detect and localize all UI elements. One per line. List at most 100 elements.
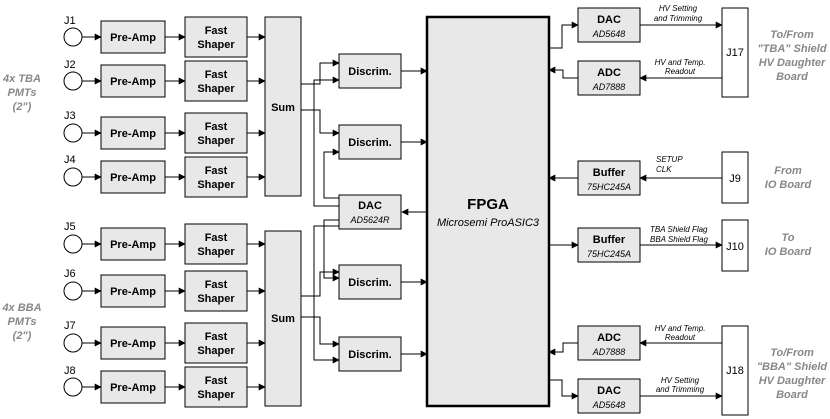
svg-text:AD7888: AD7888 (592, 347, 626, 357)
fpga-title: FPGA (467, 196, 509, 213)
svg-text:Discrim.: Discrim. (348, 349, 391, 361)
input-label-j6: J6 (64, 268, 76, 280)
dest-io-to: To IO Board (765, 232, 812, 258)
pmt-input-j7 (63, 333, 83, 353)
fpga-part: Microsemi ProASIC3 (437, 217, 540, 229)
svg-text:To/From: To/From (770, 347, 814, 359)
input-label-j3: J3 (64, 110, 76, 122)
input-label-j5: J5 (64, 221, 76, 233)
svg-text:Shaper: Shaper (197, 345, 235, 357)
svg-text:Discrim.: Discrim. (348, 66, 391, 78)
channel-j7: J7 Pre-Amp Fast Shaper (63, 320, 266, 364)
svg-text:J18: J18 (726, 365, 744, 377)
svg-text:ADC: ADC (597, 332, 621, 344)
svg-text:HV Setting: HV Setting (661, 376, 700, 385)
svg-text:Shaper: Shaper (197, 83, 235, 95)
connector-j10 (721, 219, 749, 272)
sum-tba-label: Sum (271, 102, 295, 114)
svg-text:Fast: Fast (205, 121, 228, 133)
channel-j8: J8 Pre-Amp Fast Shaper (63, 365, 266, 408)
svg-text:Fast: Fast (205, 165, 228, 177)
channel-j4: J4 Pre-Amp Fast Shaper (63, 154, 266, 198)
svg-text:4x TBA: 4x TBA (2, 73, 41, 85)
svg-text:HV and Temp.: HV and Temp. (655, 58, 706, 67)
dest-bba-board: To/From "BBA" Shield HV Daughter Board (757, 347, 828, 401)
svg-text:HV and Temp.: HV and Temp. (655, 324, 706, 333)
svg-text:ADC: ADC (597, 67, 621, 79)
shaper-j6 (184, 270, 248, 312)
channel-j1: J1 Pre-Amp Fast Shaper (63, 15, 266, 58)
svg-text:Fast: Fast (205, 331, 228, 343)
svg-text:and Trimming: and Trimming (656, 385, 705, 394)
preamp-j7 (100, 326, 166, 360)
svg-text:Discrim.: Discrim. (348, 277, 391, 289)
svg-text:75HC245A: 75HC245A (587, 249, 631, 259)
svg-text:Pre-Amp: Pre-Amp (110, 128, 156, 140)
svg-text:J17: J17 (726, 47, 744, 59)
connector-j18 (721, 325, 749, 416)
connector-j9 (721, 151, 749, 204)
input-label-j1: J1 (64, 15, 76, 27)
preamp-j6 (100, 274, 166, 308)
svg-text:and Trimming: and Trimming (654, 14, 703, 23)
svg-text:Pre-Amp: Pre-Amp (110, 338, 156, 350)
input-label-j4: J4 (64, 154, 76, 166)
svg-text:SETUP: SETUP (656, 155, 683, 164)
preamp-j5 (100, 227, 166, 261)
svg-text:TBA Shield Flag: TBA Shield Flag (650, 225, 708, 234)
svg-text:Fast: Fast (205, 375, 228, 387)
discrim-3 (338, 264, 402, 300)
shaper-j3 (184, 112, 248, 154)
input-label-j8: J8 (64, 365, 76, 377)
dest-tba-board: To/From "TBA" Shield HV Daughter Board (757, 29, 826, 83)
svg-text:AD5624R: AD5624R (349, 215, 390, 225)
shaper-j2 (184, 60, 248, 102)
preamp-label-j1: Pre-Amp (110, 32, 156, 44)
channel-j6: J6 Pre-Amp Fast Shaper (63, 268, 266, 312)
svg-text:DAC: DAC (358, 200, 382, 212)
pmt-input-j6 (63, 281, 83, 301)
svg-text:Board: Board (776, 389, 808, 401)
shaper-j5 (184, 223, 248, 265)
svg-text:AD5648: AD5648 (592, 400, 626, 410)
svg-text:(2"): (2") (13, 330, 32, 342)
svg-text:Discrim.: Discrim. (348, 137, 391, 149)
buffer-out (577, 227, 641, 263)
svg-text:Fast: Fast (205, 69, 228, 81)
dac-threshold (338, 194, 402, 230)
svg-text:Readout: Readout (665, 67, 696, 76)
svg-text:Pre-Amp: Pre-Amp (110, 76, 156, 88)
channel-j5: J5 Pre-Amp Fast Shaper (63, 221, 266, 265)
adc-top (577, 60, 641, 96)
svg-text:To: To (781, 232, 794, 244)
svg-text:"BBA" Shield: "BBA" Shield (757, 361, 828, 373)
svg-text:Shaper: Shaper (197, 246, 235, 258)
svg-text:(2"): (2") (13, 101, 32, 113)
discrim-2 (338, 124, 402, 160)
svg-text:AD5648: AD5648 (592, 29, 626, 39)
svg-text:DAC: DAC (597, 14, 621, 26)
bba-group-label: 4x BBA PMTs (2") (1, 302, 41, 342)
svg-text:Fast: Fast (205, 25, 228, 37)
pmt-input-j5 (63, 234, 83, 254)
svg-text:Buffer: Buffer (593, 167, 626, 179)
svg-text:J9: J9 (729, 173, 741, 185)
pmt-input-j4 (63, 167, 83, 187)
svg-text:Buffer: Buffer (593, 234, 626, 246)
fpga (425, 15, 551, 408)
svg-text:HV Daughter: HV Daughter (759, 375, 826, 387)
dac-top (577, 7, 641, 43)
shaper-j8 (184, 366, 248, 408)
svg-text:Board: Board (776, 71, 808, 83)
preamp-j4 (100, 160, 166, 194)
svg-text:Shaper: Shaper (197, 179, 235, 191)
svg-text:Pre-Amp: Pre-Amp (110, 239, 156, 251)
pmt-input-j8 (63, 377, 83, 397)
preamp-j8 (100, 370, 166, 404)
channel-j2: J2 Pre-Amp Fast Shaper (63, 59, 266, 102)
discrim-1 (338, 53, 402, 89)
svg-text:4x BBA: 4x BBA (1, 302, 41, 314)
svg-text:DAC: DAC (597, 385, 621, 397)
svg-text:From: From (774, 165, 802, 177)
sum-tba (264, 16, 302, 197)
